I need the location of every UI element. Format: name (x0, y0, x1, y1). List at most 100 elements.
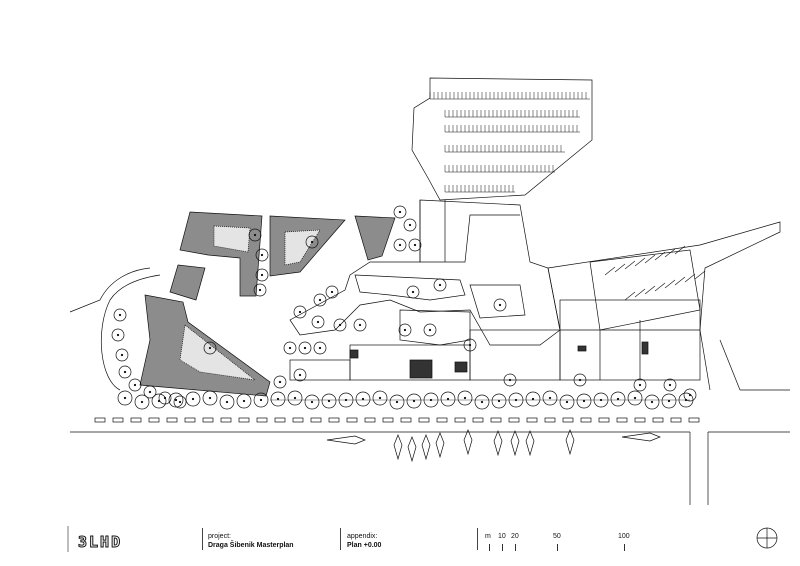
tree-trunk (616, 397, 620, 401)
tree-trunk (278, 380, 282, 384)
boat (493, 430, 503, 457)
tree (113, 308, 127, 322)
tree (273, 375, 287, 389)
tree-trunk (531, 397, 535, 401)
tree-trunk (225, 400, 229, 404)
tree-trunk (298, 310, 302, 314)
bench (418, 417, 430, 423)
tree (559, 394, 575, 410)
boat (421, 434, 431, 461)
tree-trunk (398, 210, 402, 214)
boat (621, 432, 661, 442)
bench (472, 417, 484, 423)
tree-trunk (148, 390, 152, 394)
bench (94, 417, 106, 423)
bench (652, 417, 664, 423)
tree-trunk (338, 323, 342, 327)
tree (313, 293, 327, 307)
tree-trunk (408, 223, 412, 227)
tree (203, 341, 217, 355)
boat (435, 432, 445, 459)
tree-trunk (133, 383, 137, 387)
tree-trunk (480, 400, 484, 404)
berth-slot (604, 266, 616, 276)
tree (219, 394, 235, 410)
bench (202, 417, 214, 423)
tree (293, 305, 307, 319)
tree (491, 393, 507, 409)
tree (610, 391, 626, 407)
bench (310, 417, 322, 423)
tree (283, 341, 297, 355)
bench (526, 417, 538, 423)
tree (115, 348, 129, 362)
tree-trunk (463, 396, 467, 400)
bench (670, 417, 682, 423)
tree (151, 393, 167, 409)
divider (340, 528, 341, 550)
bench (454, 417, 466, 423)
bench (382, 417, 394, 423)
tree (398, 323, 412, 337)
tree-trunk (298, 373, 302, 377)
tree-trunk (318, 298, 322, 302)
tree-trunk (378, 396, 382, 400)
divider (202, 528, 203, 550)
scale-unit: m (485, 533, 491, 540)
quay-benches (94, 417, 700, 423)
bench (256, 417, 268, 423)
tree-trunk (638, 383, 642, 387)
tree-trunk (668, 383, 672, 387)
tree (305, 235, 319, 249)
berth-slot (654, 251, 666, 261)
boat (326, 435, 366, 445)
scale-tick (502, 544, 503, 551)
tree-trunk (599, 398, 603, 402)
appendix-label: appendix: (347, 533, 378, 540)
berth-slot (624, 291, 636, 301)
central-complex (289, 199, 701, 381)
boat (510, 430, 520, 457)
tree-trunk (208, 396, 212, 400)
tree-trunk (123, 396, 127, 400)
tree-trunk (565, 400, 569, 404)
tree (158, 391, 172, 405)
scale-tick (515, 544, 516, 551)
tree-trunk (403, 328, 407, 332)
tree (293, 368, 307, 382)
tree-trunk (344, 398, 348, 402)
tree-trunk (253, 233, 257, 237)
bench (166, 417, 178, 423)
scale-mark: 20 (511, 533, 519, 540)
tree (236, 393, 252, 409)
tree (321, 393, 337, 409)
tree (168, 392, 184, 408)
tree-trunk (667, 399, 671, 403)
tree (503, 373, 517, 387)
tree-trunk (316, 320, 320, 324)
tree (406, 285, 420, 299)
tree-trunk (293, 396, 297, 400)
tree (325, 285, 339, 299)
tree (255, 248, 269, 262)
bench (130, 417, 142, 423)
berth-slot (644, 285, 656, 295)
bench (436, 417, 448, 423)
berth-slot (654, 282, 666, 292)
boat (463, 429, 473, 456)
bench (634, 417, 646, 423)
bench (274, 417, 286, 423)
tree-trunk (259, 398, 263, 402)
tree-trunk (358, 323, 362, 327)
tree (355, 391, 371, 407)
project-label: project: (208, 533, 231, 540)
residential-buildings (139, 211, 396, 397)
scale-mark: 50 (553, 533, 561, 540)
boat (393, 434, 403, 461)
tree-trunk (276, 397, 280, 401)
bench (238, 417, 250, 423)
tree-trunk (327, 399, 331, 403)
bench (580, 417, 592, 423)
tree (573, 373, 587, 387)
appendix-value: Plan +0.00 (347, 542, 382, 549)
